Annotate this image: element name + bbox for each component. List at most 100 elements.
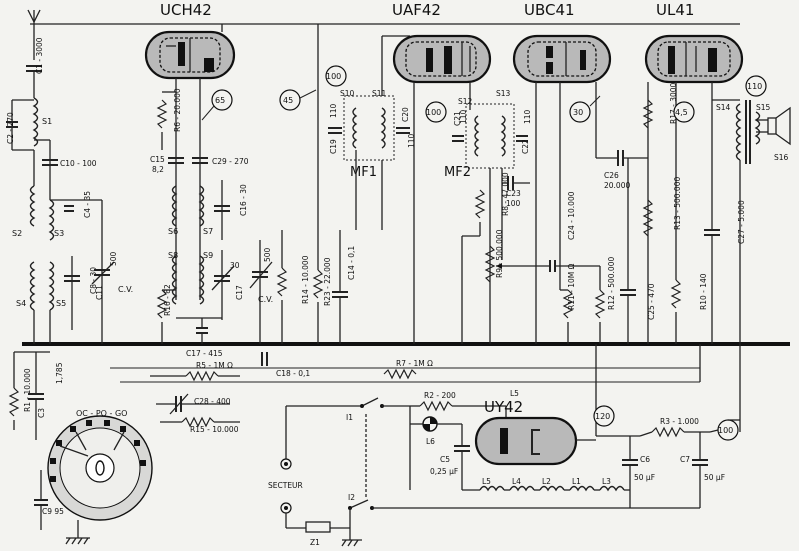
- tube-ul41: [644, 34, 744, 84]
- marker-100-b-label: 100: [426, 108, 441, 117]
- r6-resistor: [156, 99, 168, 129]
- l5-label: L5: [482, 477, 491, 486]
- s6-coil: [171, 185, 178, 227]
- c19-label: C19: [329, 139, 338, 154]
- mf2-label: MF2: [444, 165, 471, 180]
- speaker-icon: [756, 106, 791, 146]
- antenna-icon: [27, 9, 41, 60]
- c5-value: 0,25 μF: [430, 467, 458, 476]
- s9-label: S9: [203, 251, 213, 260]
- r11-resistor: [562, 289, 574, 319]
- s13-label: S13: [496, 89, 511, 98]
- c1-label: C1 - 3000: [35, 37, 44, 74]
- r1-resistor: [8, 387, 20, 417]
- s4-label: S4: [16, 299, 26, 308]
- r3-resistor: [651, 426, 685, 438]
- l5-top-label: L5: [510, 389, 519, 398]
- r11-label: R11 - 10M Ω: [567, 263, 576, 310]
- s10-label: S10: [340, 89, 355, 98]
- i2-label: I2: [348, 493, 355, 502]
- marker-45-label: 45: [283, 96, 293, 105]
- l1-label: L1: [572, 477, 581, 486]
- r15-resistor: [181, 416, 215, 428]
- secteur-label: SECTEUR: [268, 481, 303, 490]
- marker-100-a: [325, 65, 347, 87]
- c18-label: C18 - 0,1: [276, 369, 310, 378]
- l3-coil: [599, 485, 625, 492]
- c11-label: C11: [95, 285, 104, 300]
- s12-label: S12: [458, 97, 473, 106]
- c21-label: C21: [453, 111, 462, 126]
- v110a-label: 110: [329, 103, 338, 118]
- c10-label: C10 - 100: [60, 159, 97, 168]
- s12-coil: [474, 115, 480, 157]
- r7-label: R7 - 1M Ω: [396, 359, 433, 368]
- marker-45: [279, 89, 301, 111]
- c6-value: 50 μF: [634, 473, 655, 482]
- r1-label: R1 - 10.000: [23, 368, 32, 412]
- c5-label: C5: [440, 455, 450, 464]
- tube-uaf42: [392, 34, 492, 84]
- s14-label: S14: [716, 103, 731, 112]
- r23-label: R23 - 22.000: [323, 257, 332, 306]
- r17-label: R17 - 3000: [669, 82, 678, 124]
- s2-coil: [29, 185, 36, 227]
- r14-resistor: [276, 267, 288, 297]
- c20-label: C20: [401, 107, 410, 122]
- l5-coil: [479, 485, 505, 492]
- s5-coil: [48, 261, 55, 311]
- c7-value: 50 μF: [704, 473, 725, 482]
- c29-label: C29 - 270: [212, 157, 249, 166]
- c23-value: 100: [506, 199, 521, 208]
- marker-4-5-label: 4,5: [675, 108, 688, 117]
- r5-label: R5 - 1M Ω: [196, 361, 233, 370]
- r2-label: R2 - 200: [424, 391, 456, 400]
- c24-label: C24 - 10.000: [567, 191, 576, 240]
- r10-resistor: [670, 279, 682, 309]
- r6-label: R6 - 20.000: [173, 88, 182, 132]
- marker-110: [745, 75, 767, 97]
- mf1-label: MF1: [350, 165, 377, 180]
- tube-uch42-label: UCH42: [160, 1, 212, 19]
- marker-65-label: 65: [215, 96, 225, 105]
- r2-resistor: [419, 400, 453, 412]
- v500a-label: 500: [109, 251, 118, 266]
- c3-label: C3: [37, 408, 46, 418]
- l6-lamp-icon: [422, 416, 438, 432]
- s9-coil: [198, 255, 205, 305]
- s8-label: S8: [168, 251, 178, 260]
- marker-30-label: 30: [573, 108, 583, 117]
- s3-label: S3: [54, 229, 64, 238]
- r9-label: R9 - 500.000: [495, 229, 504, 278]
- l6-label: L6: [426, 437, 435, 446]
- cv1-label: C.V.: [118, 285, 133, 294]
- marker-4-5: [673, 101, 695, 123]
- marker-100-b: [425, 101, 447, 123]
- marker-30: [569, 101, 591, 123]
- tube-uy42: [474, 416, 578, 466]
- r15-label: R15 - 10.000: [190, 425, 239, 434]
- wavechange-label: OC - PO - GO: [76, 409, 127, 418]
- l1-coil: [569, 485, 595, 492]
- marker-100-c-label: 100: [718, 426, 733, 435]
- s15-coil: [754, 111, 761, 145]
- tube-uy42-label: UY42: [484, 398, 523, 416]
- s7-coil: [198, 185, 205, 227]
- r8-label: R8 - 47.000: [501, 172, 510, 216]
- r16-label: R16 - 82: [163, 284, 172, 316]
- wavechange-switch[interactable]: [47, 415, 153, 521]
- marker-110-label: 110: [747, 82, 762, 91]
- r12-resistor: [594, 289, 606, 319]
- c23-label: C23: [506, 189, 521, 198]
- c6-label: C6: [640, 455, 650, 464]
- r5-resistor: [185, 370, 219, 382]
- c17b-label: C17 - 415: [186, 349, 223, 358]
- s15-label: S15: [756, 103, 771, 112]
- s10-coil: [352, 107, 358, 149]
- c27-label: C27 - 5.000: [737, 200, 746, 244]
- v500b-label: 500: [263, 247, 272, 262]
- r13-resistor: [642, 199, 654, 237]
- s4-coil: [29, 261, 36, 311]
- r17-resistor: [642, 99, 654, 129]
